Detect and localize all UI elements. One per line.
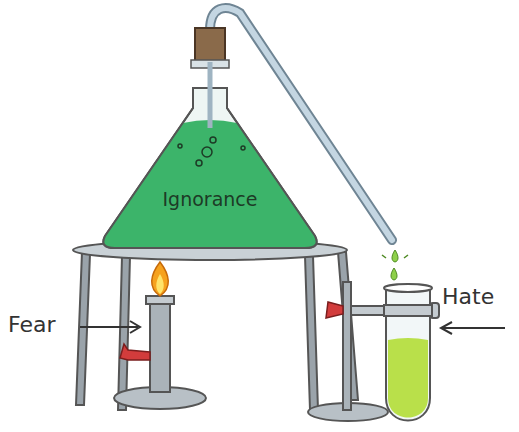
tripod-stand — [73, 240, 358, 410]
droplets — [382, 250, 408, 280]
pointer-arrow — [80, 321, 505, 334]
bunsen-burner — [114, 262, 206, 409]
test-tube — [384, 284, 432, 421]
flask-outline — [95, 28, 325, 248]
flask-node: Ignorance — [95, 28, 325, 248]
annotation-label: Hate — [442, 284, 494, 309]
clamp-stand — [308, 282, 439, 421]
flask-label: Ignorance — [95, 188, 325, 210]
annotation-label: Fear — [8, 312, 56, 337]
